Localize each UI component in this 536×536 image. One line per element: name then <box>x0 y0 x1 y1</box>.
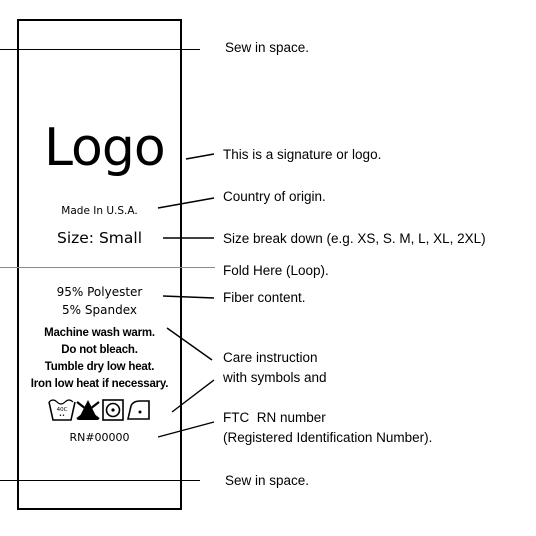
size-text: Size: Small <box>56 229 142 247</box>
connector-country <box>157 197 215 209</box>
rn-number: RN#00000 <box>69 431 130 444</box>
connector-rn <box>157 421 215 438</box>
annotation-country: Country of origin. <box>223 189 326 204</box>
connector-care <box>166 327 213 361</box>
label-outline <box>17 19 182 510</box>
fold-line <box>0 267 215 268</box>
annotation-care-line: Care instruction <box>223 350 318 365</box>
fiber-content: 95% Polyester 5% Spandex <box>17 283 182 319</box>
fiber-line: 5% Spandex <box>62 303 137 317</box>
care-line: Machine wash warm. <box>44 327 155 339</box>
sew-line-bottom <box>0 480 200 481</box>
svg-text:••: •• <box>59 413 65 419</box>
connector-fiber <box>162 295 215 299</box>
annotation-ftc: FTC RN number (Registered Identification… <box>223 408 432 448</box>
annotation-logo: This is a signature or logo. <box>223 147 382 162</box>
iron-low-icon <box>126 400 150 420</box>
care-line: Iron low heat if necessary. <box>30 378 169 390</box>
care-instructions: Machine wash warm. Do not bleach. Tumble… <box>17 325 182 393</box>
annotation-fiber: Fiber content. <box>223 290 306 305</box>
connector-logo <box>185 153 215 160</box>
annotation-care: Care instruction with symbols and <box>223 348 327 388</box>
annotation-ftc-line: FTC RN number <box>223 410 326 425</box>
logo-text: Logo <box>44 118 166 178</box>
annotation-ftc-line: (Registered Identification Number). <box>223 430 433 445</box>
annotation-care-line: with symbols and <box>223 370 327 385</box>
connector-lines <box>157 153 215 438</box>
fiber-line: 95% Polyester <box>56 285 143 299</box>
tumble-dry-icon <box>102 399 124 421</box>
annotation-sew-top: Sew in space. <box>225 40 310 55</box>
sew-line-top <box>0 49 200 50</box>
care-line: Tumble dry low heat. <box>44 361 155 373</box>
annotation-size: Size break down (e.g. XS, S. M, L, XL, 2… <box>223 231 486 246</box>
annotation-sew-bottom: Sew in space. <box>225 473 310 488</box>
wash-temp: 40C <box>57 407 68 413</box>
annotation-fold: Fold Here (Loop). <box>223 263 329 278</box>
do-not-bleach-icon <box>76 400 100 420</box>
wash-40c-icon: 40C •• <box>48 399 76 421</box>
care-line: Do not bleach. <box>61 344 138 356</box>
connector-symbols <box>171 379 215 413</box>
made-in-text: Made In U.S.A. <box>61 205 138 217</box>
